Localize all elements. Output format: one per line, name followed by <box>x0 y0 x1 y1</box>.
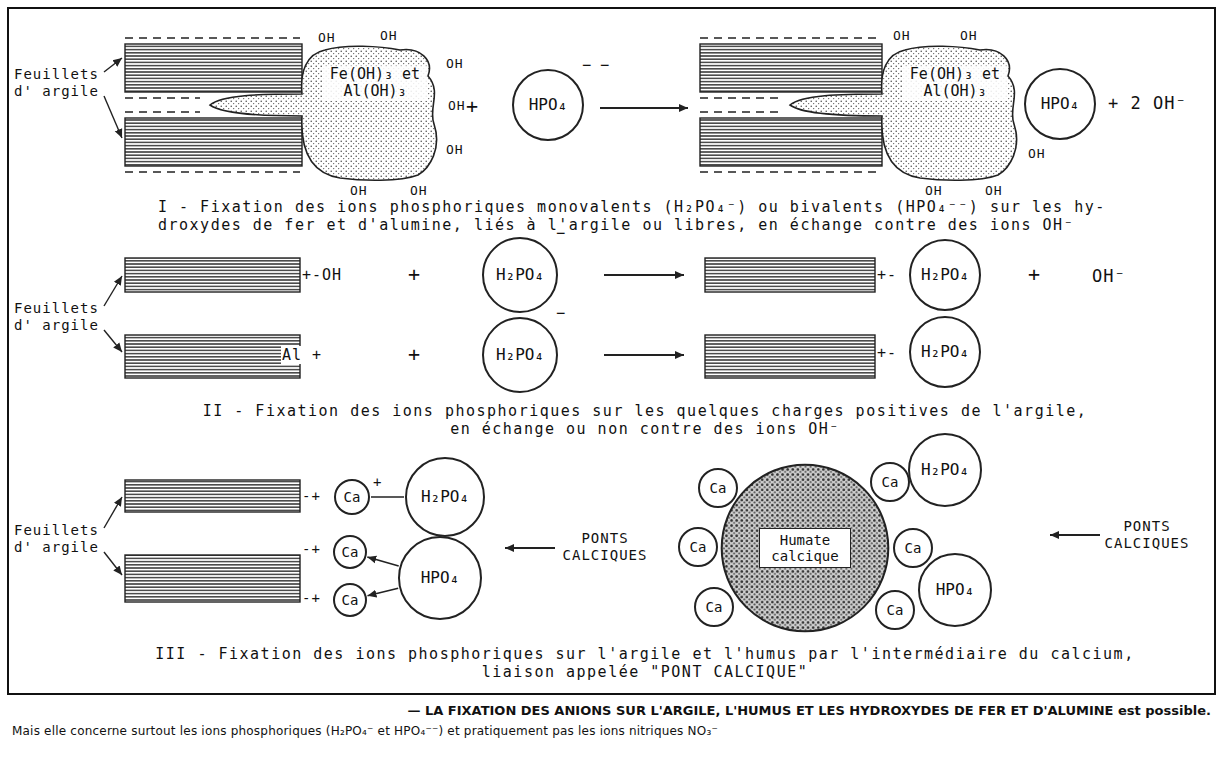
text-label: Mais elle concerne surtout les ions phos… <box>12 724 718 738</box>
text-label: +- <box>877 344 897 362</box>
caption-text: III - Fixation des ions phosphoriques su… <box>145 645 1145 681</box>
node-label: Humate calcique <box>759 528 851 568</box>
text-label: + <box>466 94 479 118</box>
text-label: OH⁻ <box>1092 266 1126 286</box>
ion-circle: H₂PO₄ <box>909 316 981 388</box>
node-label: H₂PO₄ <box>496 266 544 284</box>
text-label: OH <box>446 56 464 72</box>
text-label: OH <box>448 98 466 114</box>
text-label: OH <box>960 28 978 44</box>
caption-text: PONTS CALCIQUES <box>1092 518 1202 552</box>
node-label: Ca <box>710 480 727 496</box>
humate-disc <box>722 465 889 632</box>
text-label: OH <box>1028 146 1046 162</box>
text-label: + <box>408 342 421 366</box>
node-label: Ca <box>342 592 359 608</box>
text-label: OH <box>985 183 1003 199</box>
bond-line <box>371 496 404 498</box>
node-label: H₂PO₄ <box>496 346 544 364</box>
ion-circle: H₂PO₄ <box>908 433 982 507</box>
node-label: HPO₄ <box>529 96 568 114</box>
node-label: Ca <box>882 474 899 490</box>
text-label: OH <box>925 183 943 199</box>
calcium-circle: Ca <box>333 583 367 617</box>
node-label: Ca <box>690 539 707 555</box>
caption-text: Feuillets d' argile <box>14 300 109 334</box>
text-label: + <box>373 474 382 491</box>
text-label: OH <box>893 28 911 44</box>
frame <box>8 8 1215 694</box>
node-label: H₂PO₄ <box>421 488 469 506</box>
text-label: -+ <box>302 488 321 505</box>
text-label: OH <box>318 30 336 46</box>
text-label: OH <box>380 28 398 44</box>
text-label: + 2 OH⁻ <box>1108 93 1187 113</box>
node-label: Fe(OH)₃ et Al(OH)₃ <box>903 66 1007 101</box>
blob-path <box>790 46 1017 180</box>
text-label: -+ <box>302 590 321 607</box>
ion-circle: H₂PO₄− <box>482 317 558 393</box>
calcium-circle: Ca <box>678 527 718 567</box>
node-label: Ca <box>342 544 359 560</box>
blob-outline <box>785 40 1025 185</box>
text-label: +-OH <box>302 266 342 284</box>
ion-circle: HPO₄ <box>1024 68 1096 140</box>
text-label: -+ <box>302 541 321 558</box>
charge-sign: − − <box>582 57 609 74</box>
bond-line <box>367 557 398 566</box>
text-label: OH <box>446 142 464 158</box>
hydroxide-blob: Fe(OH)₃ et Al(OH)₃ <box>785 40 1025 185</box>
humate-circle: Humate calcique <box>720 463 890 633</box>
ion-circle: H₂PO₄− <box>482 237 558 313</box>
caption-text: I - Fixation des ions phosphoriques mono… <box>158 198 1153 234</box>
node-label: H₂PO₄ <box>921 461 969 479</box>
text-label: +- <box>877 266 897 284</box>
blob-outline <box>205 40 445 185</box>
caption-text: PONTS CALCIQUES <box>555 530 655 564</box>
bond-line <box>368 588 399 596</box>
pointer-arrows <box>104 58 122 575</box>
node-label: Fe(OH)₃ et Al(OH)₃ <box>323 66 427 101</box>
calcium-circle: Ca <box>875 590 915 630</box>
calcium-circle: Ca <box>333 535 367 569</box>
calcium-circle: Ca <box>870 462 910 502</box>
node-label: HPO₄ <box>421 569 460 587</box>
node-label: Ca <box>887 602 904 618</box>
node-label: HPO₄ <box>1041 95 1080 113</box>
text-label: + <box>408 262 421 286</box>
text-label: Al + <box>281 346 323 364</box>
charge-sign: − <box>556 305 565 322</box>
caption-text: II - Fixation des ions phosphoriques sur… <box>195 402 1095 438</box>
hydroxide-blob: Fe(OH)₃ et Al(OH)₃ <box>205 40 445 185</box>
node-label: Ca <box>344 489 361 505</box>
text-label: OH <box>410 183 428 199</box>
node-label: H₂PO₄ <box>921 343 969 361</box>
node-label: Ca <box>706 599 723 615</box>
calcium-circle: Ca <box>698 468 738 508</box>
caption-text: Feuillets d' argile <box>14 522 109 556</box>
node-label: HPO₄ <box>936 581 975 599</box>
calcium-circle: Ca <box>334 479 370 515</box>
ion-circle: H₂PO₄ <box>405 457 485 537</box>
calcium-circle: Ca <box>694 587 734 627</box>
figure-caption: — LA FIXATION DES ANIONS SUR L'ARGILE, L… <box>407 703 1211 719</box>
text-label: OH <box>350 183 368 199</box>
ion-circle: HPO₄− − <box>512 69 584 141</box>
blob-path <box>210 46 437 180</box>
node-label: H₂PO₄ <box>921 266 969 284</box>
node-label: Ca <box>905 540 922 556</box>
caption-text: Feuillets d' argile <box>14 66 109 100</box>
ion-circle: H₂PO₄ <box>909 239 981 311</box>
text-label: + <box>1028 262 1041 286</box>
ion-circle: HPO₄ <box>918 553 992 627</box>
ion-circle: HPO₄ <box>398 536 482 620</box>
calcium-circle: Ca <box>893 528 933 568</box>
